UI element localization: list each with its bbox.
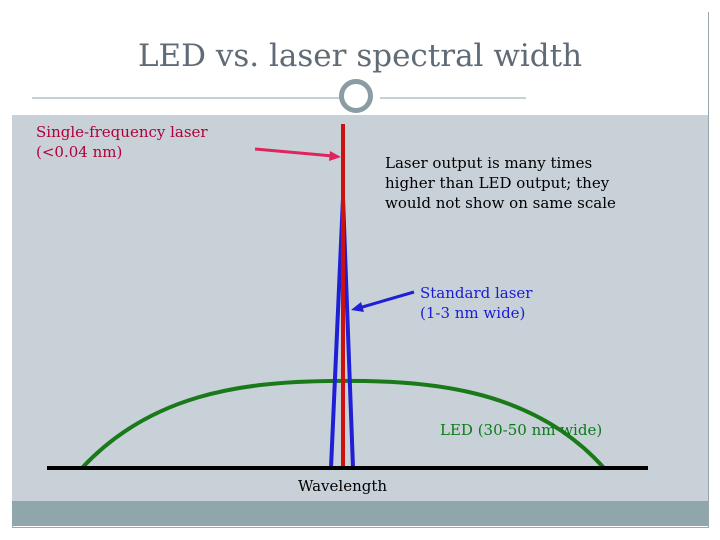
laser-output-note: Laser output is many times higher than L… (385, 154, 616, 212)
title-rule-right (380, 97, 526, 99)
wavelength-axis-label: Wavelength (298, 477, 388, 495)
title-rule-left (32, 97, 342, 99)
single-frequency-label: Single-frequency laser (<0.04 nm) (36, 123, 208, 161)
led-curve (80, 378, 606, 470)
single-frequency-pointer-line (254, 147, 334, 158)
single-frequency-pointer-arrowhead (329, 151, 341, 161)
title-ring-ornament (339, 79, 373, 113)
standard-laser-pointer-arrowhead (351, 302, 364, 312)
standard-laser-label: Standard laser (1-3 nm wide) (420, 284, 533, 322)
standard-laser-pointer-line (358, 290, 415, 310)
slide-title: LED vs. laser spectral width (137, 38, 583, 74)
footer-bar (12, 501, 708, 526)
led-label: LED (30-50 nm wide) (440, 421, 603, 439)
